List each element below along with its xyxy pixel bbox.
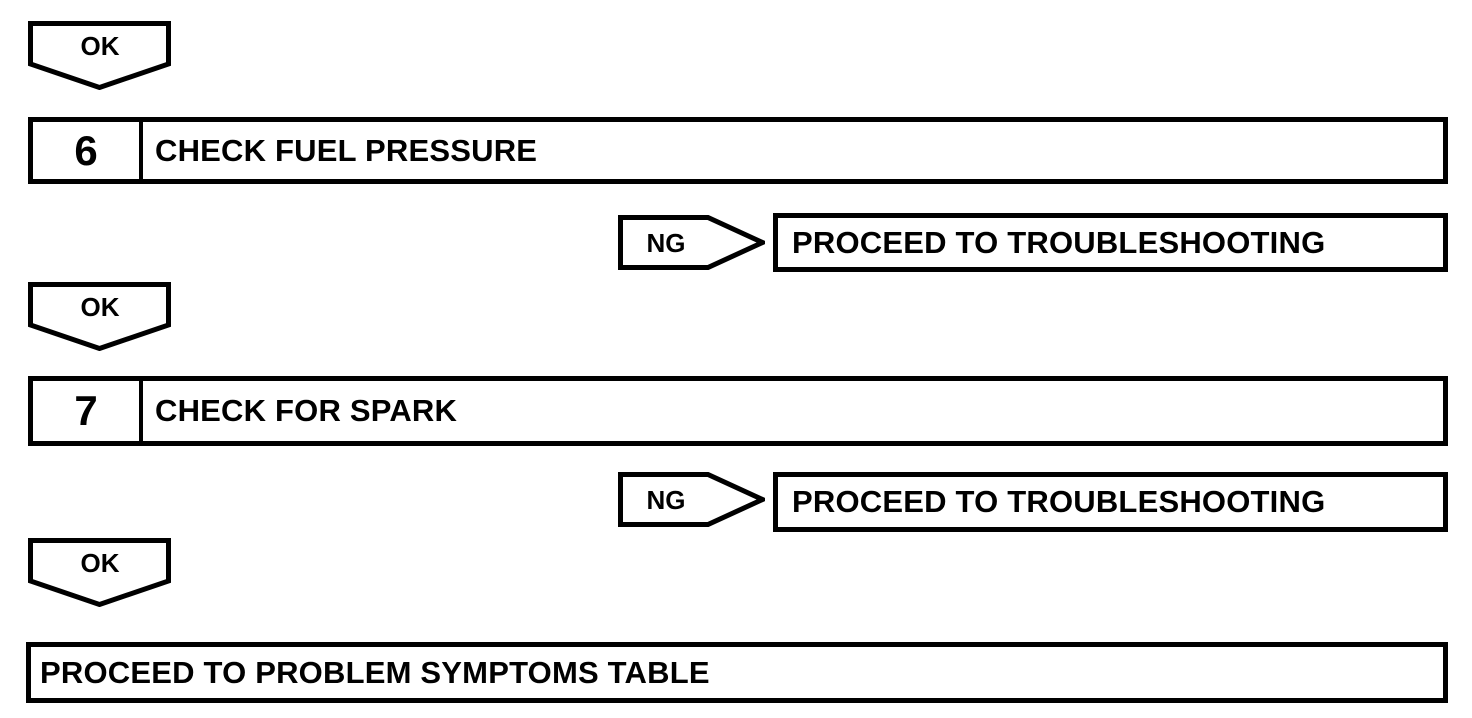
ok-down-arrow-icon: OK [28, 282, 171, 351]
ng-connector-2: NG [618, 472, 765, 527]
ng-result-box-2: PROCEED TO TROUBLESHOOTING [773, 472, 1448, 532]
final-label: PROCEED TO PROBLEM SYMPTOMS TABLE [40, 654, 710, 690]
ok-connector-3: OK [28, 538, 171, 607]
final-box: PROCEED TO PROBLEM SYMPTOMS TABLE [26, 642, 1448, 703]
step-number: 6 [33, 122, 143, 179]
step-title: CHECK FOR SPARK [155, 393, 458, 428]
ok-connector-2: OK [28, 282, 171, 351]
ng-result-box-1: PROCEED TO TROUBLESHOOTING [773, 213, 1448, 272]
ok-connector-label: OK [81, 31, 120, 61]
ng-connector-1: NG [618, 215, 765, 270]
step-box-6: 6 CHECK FUEL PRESSURE [28, 117, 1448, 184]
ng-right-arrow-icon: NG [618, 472, 765, 527]
ok-down-arrow-icon: OK [28, 21, 171, 90]
step-number: 7 [33, 381, 143, 441]
ng-connector-label: NG [647, 228, 686, 258]
ok-down-arrow-icon: OK [28, 538, 171, 607]
ng-connector-label: NG [647, 485, 686, 515]
ng-right-arrow-icon: NG [618, 215, 765, 270]
ng-result-label: PROCEED TO TROUBLESHOOTING [792, 224, 1326, 260]
step-box-7: 7 CHECK FOR SPARK [28, 376, 1448, 446]
ok-connector-label: OK [81, 548, 120, 578]
ok-connector-label: OK [81, 292, 120, 322]
step-title: CHECK FUEL PRESSURE [155, 132, 538, 168]
ok-connector-1: OK [28, 21, 171, 90]
ng-result-label: PROCEED TO TROUBLESHOOTING [792, 484, 1326, 519]
